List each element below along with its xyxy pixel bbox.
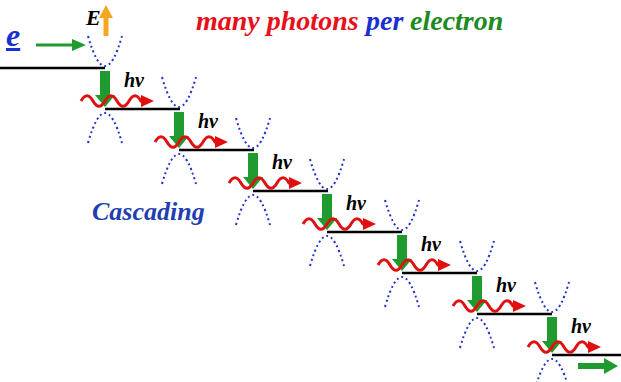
photon-energy: hν: [571, 315, 591, 337]
photon-energy: hν: [421, 233, 441, 255]
heading-word: electron: [410, 6, 503, 37]
energy-level: [0, 67, 105, 70]
cascade-step: [378, 200, 477, 307]
exit-arrow: [578, 358, 618, 374]
photon-energy: hν: [272, 151, 292, 173]
heading-word: per: [366, 6, 403, 37]
heading-word: many photons: [196, 6, 359, 37]
cascade-step: [303, 159, 402, 266]
electron-arrow: [36, 39, 86, 51]
cascade-step: [155, 77, 254, 184]
cascade-step: [81, 36, 180, 143]
field-symbol: E: [86, 6, 101, 30]
photon-energy: hν: [496, 274, 516, 296]
electron-symbol: e: [6, 18, 20, 53]
photon-energy: hν: [346, 192, 366, 214]
photon-energy: hν: [124, 69, 144, 91]
process-label: Cascading: [92, 198, 205, 227]
cascade-step: [453, 241, 552, 348]
field-arrow: [99, 5, 113, 36]
photon-energy: hν: [198, 110, 218, 132]
cascade-step: [528, 282, 621, 382]
cascade-step: [229, 118, 328, 225]
